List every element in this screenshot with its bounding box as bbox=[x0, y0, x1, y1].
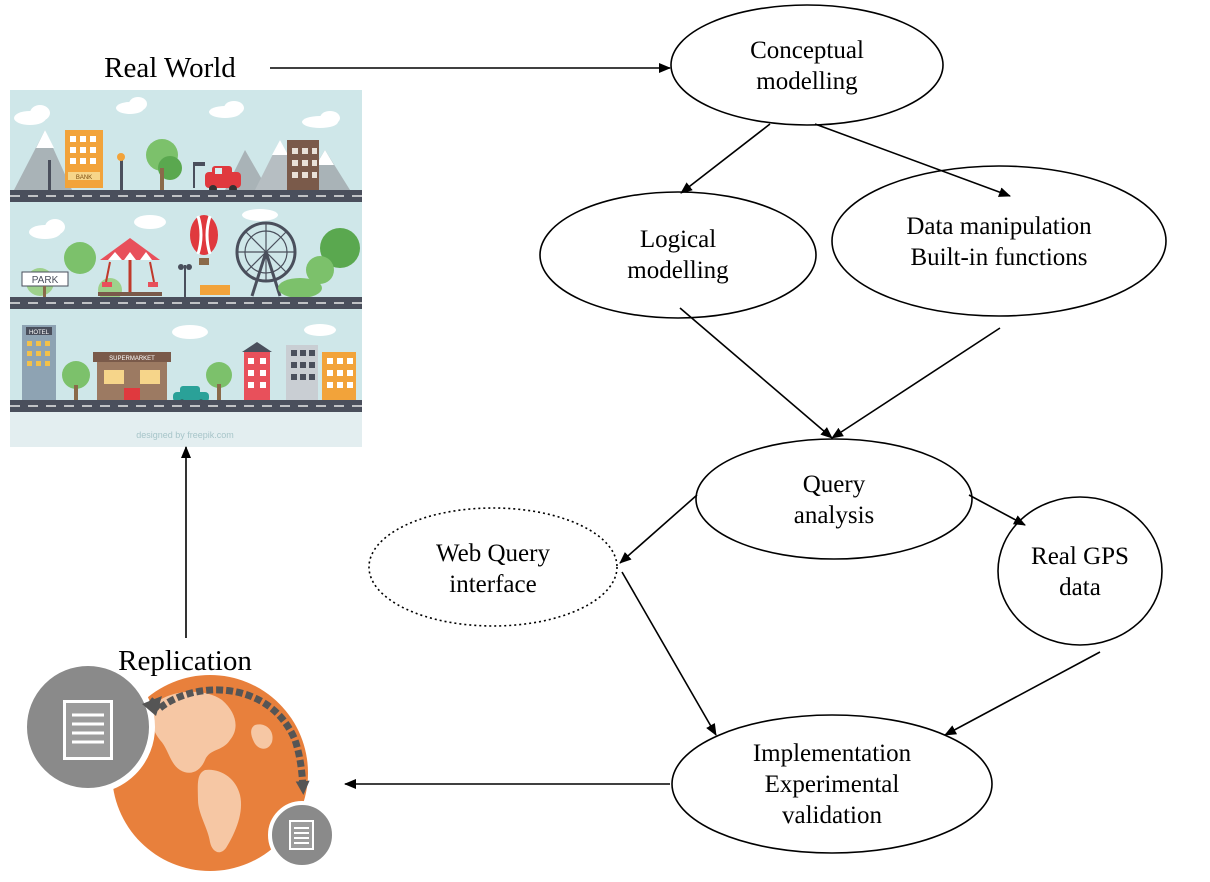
arrow-query-to-webquery bbox=[619, 494, 698, 564]
node-logical-modelling bbox=[539, 191, 817, 319]
arrow-logical-to-query bbox=[679, 307, 833, 439]
city-illustration: BANK bbox=[10, 90, 362, 447]
replication-label: Replication bbox=[118, 645, 252, 677]
supermarket-sign: SUPERMARKET bbox=[109, 356, 155, 362]
park-sign: PARK bbox=[32, 275, 59, 286]
hotel-sign: HOTEL bbox=[29, 330, 50, 336]
arrow-query-to-gps bbox=[968, 494, 1026, 526]
replication-globe-illustration bbox=[21, 660, 336, 871]
street-row-2: PARK bbox=[10, 215, 362, 309]
arrow-webquery-to-implementation bbox=[621, 571, 717, 736]
arrow-conceptual-to-logical bbox=[680, 123, 771, 194]
freepik-watermark: designed by freepik.com bbox=[136, 430, 234, 440]
node-real-gps-data bbox=[997, 496, 1163, 646]
street-row-3: HOTEL SUPERMARKET bbox=[10, 325, 362, 412]
arrow-conceptual-to-datamanipulation bbox=[814, 123, 1011, 197]
arrow-datamanipulation-to-query bbox=[831, 327, 1001, 439]
arrow-gps-to-implementation bbox=[944, 651, 1101, 736]
node-web-query-interface bbox=[368, 507, 618, 627]
node-query-analysis bbox=[695, 438, 973, 560]
node-conceptual-modelling bbox=[670, 4, 944, 126]
node-data-manipulation bbox=[831, 165, 1167, 317]
real-world-label: Real World bbox=[104, 52, 236, 84]
node-implementation bbox=[671, 714, 993, 854]
bank-sign: BANK bbox=[76, 175, 92, 181]
street-row-1: BANK bbox=[10, 130, 362, 202]
